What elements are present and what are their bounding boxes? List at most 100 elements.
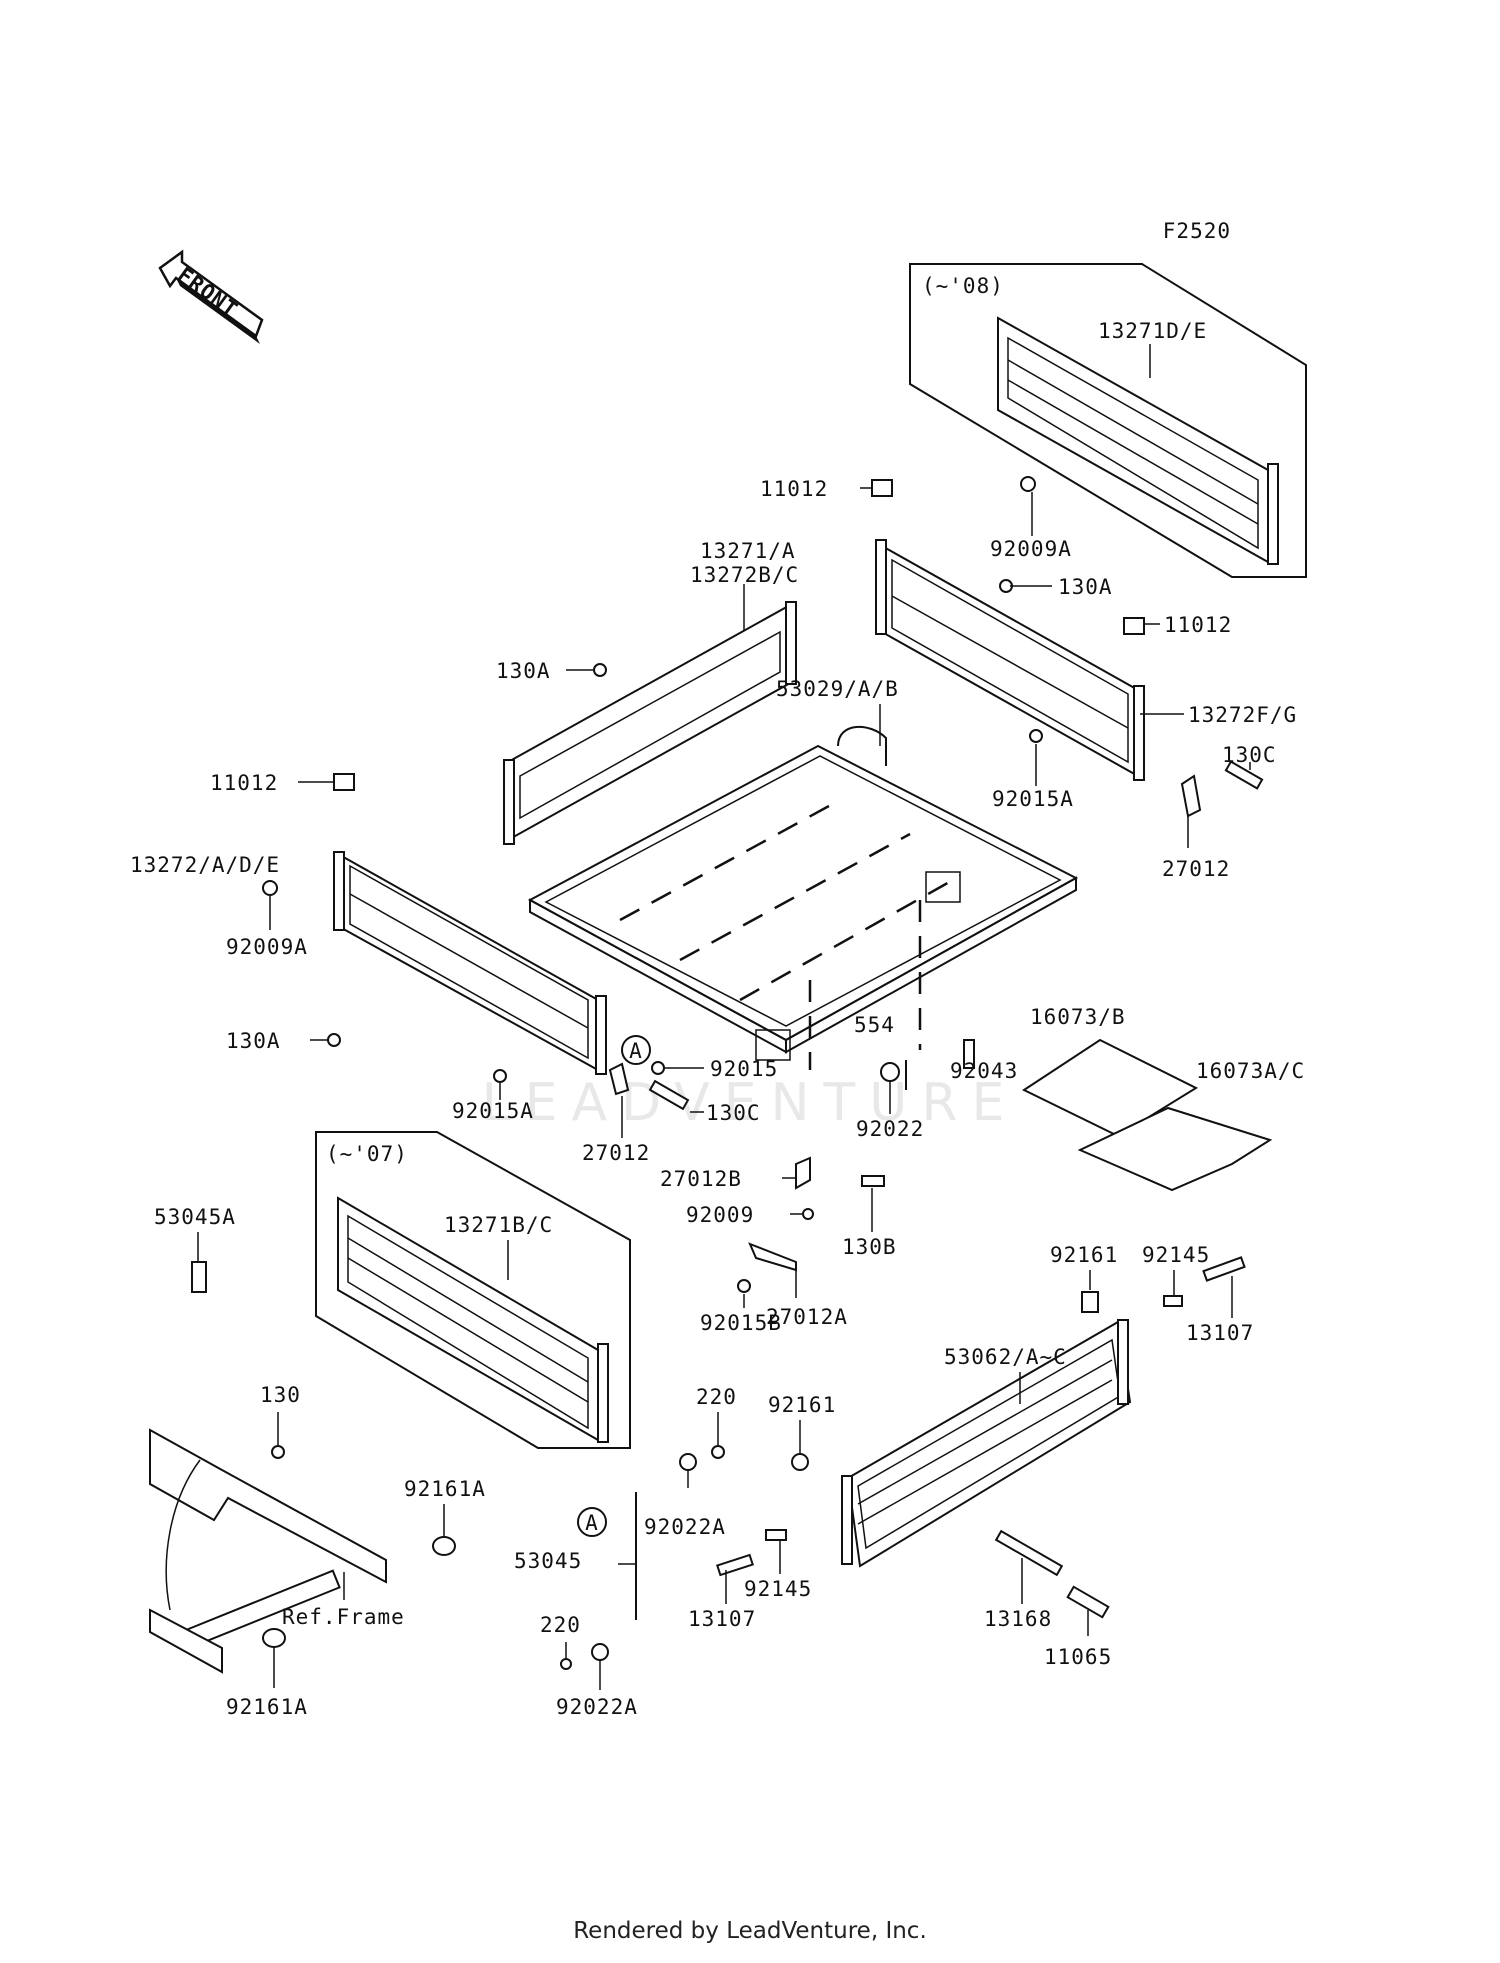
label-11012-top: 11012 bbox=[760, 477, 828, 501]
cap-92161A-top bbox=[432, 1536, 456, 1556]
bolt-130 bbox=[271, 1445, 285, 1459]
label-13271DE: 13271D/E bbox=[1098, 319, 1207, 343]
side-rail-left bbox=[333, 851, 607, 1075]
bolt-130A-left bbox=[593, 663, 607, 677]
label-92022A-bottom: 92022A bbox=[556, 1695, 638, 1719]
label-92009A-top: 92009A bbox=[990, 537, 1072, 561]
cap-92161A-bottom bbox=[262, 1628, 286, 1648]
label-13271A: 13271/A bbox=[700, 539, 796, 563]
side-rail-right bbox=[875, 539, 1145, 781]
label-92161A-top: 92161A bbox=[404, 1477, 486, 1501]
bolt-220-top bbox=[711, 1445, 725, 1459]
inset-07: (~'07) 13271B/C bbox=[315, 1131, 631, 1449]
callout-a-lower-text: A bbox=[585, 1511, 599, 1535]
bracket-27012A bbox=[748, 1242, 797, 1272]
bolt-130A-low bbox=[327, 1033, 341, 1047]
spring-92145-right bbox=[1163, 1295, 1183, 1307]
nut-92015A-left bbox=[493, 1069, 507, 1083]
label-13272BC: 13272B/C bbox=[690, 563, 799, 587]
label-130A-left: 130A bbox=[496, 659, 551, 683]
label-27012B: 27012B bbox=[660, 1167, 742, 1191]
washer-92022A-bottom bbox=[591, 1643, 609, 1661]
label-220-top: 220 bbox=[696, 1385, 737, 1409]
label-27012-right: 27012 bbox=[1162, 857, 1230, 881]
label-27012-left: 27012 bbox=[582, 1141, 650, 1165]
bolt-92009 bbox=[802, 1208, 814, 1220]
label-220-bottom: 220 bbox=[540, 1613, 581, 1637]
label-16073B: 16073/B bbox=[1030, 1005, 1126, 1029]
label-53029: 53029/A/B bbox=[776, 677, 899, 701]
label-92015B: 92015B bbox=[700, 1311, 782, 1335]
callout-a-lower: A bbox=[577, 1507, 607, 1537]
label-130A-low: 130A bbox=[226, 1029, 281, 1053]
inset-08: (~'08) 13271D/E bbox=[909, 263, 1307, 578]
inset-08-label: (~'08) bbox=[922, 274, 1004, 298]
label-13107-right: 13107 bbox=[1186, 1321, 1254, 1345]
label-53045A: 53045A bbox=[154, 1205, 236, 1229]
label-92022A-top: 92022A bbox=[644, 1515, 726, 1539]
callout-a-upper: A bbox=[621, 1035, 651, 1065]
label-11012-right: 11012 bbox=[1164, 613, 1232, 637]
nut-92015A-right bbox=[1029, 729, 1043, 743]
bolt-220-bottom bbox=[560, 1658, 572, 1670]
washer-92022 bbox=[880, 1062, 900, 1082]
bolt-92009A-left bbox=[262, 880, 278, 896]
bracket-27012B bbox=[795, 1156, 811, 1190]
tailgate bbox=[841, 1319, 1132, 1568]
cap-11012-top bbox=[871, 479, 893, 497]
rod-11065 bbox=[1066, 1585, 1110, 1619]
label-92145-mid: 92145 bbox=[744, 1577, 812, 1601]
latch-53045A bbox=[191, 1261, 207, 1293]
hinge-92161-mid bbox=[791, 1453, 809, 1471]
label-92043: 92043 bbox=[950, 1059, 1018, 1083]
diagram-code: F2520 bbox=[1163, 219, 1231, 243]
bed-mats bbox=[1021, 1038, 1273, 1192]
bracket-27012-left bbox=[608, 1062, 630, 1096]
bolt-130C-right bbox=[1224, 760, 1264, 790]
pin-13107-mid bbox=[716, 1553, 754, 1577]
label-92009: 92009 bbox=[686, 1203, 754, 1227]
label-13272FG: 13272F/G bbox=[1188, 703, 1297, 727]
side-rail-rear bbox=[503, 601, 797, 845]
label-92015A-left: 92015A bbox=[452, 1099, 534, 1123]
tailgate-panel-07 bbox=[337, 1196, 609, 1443]
label-130B: 130B bbox=[842, 1235, 897, 1259]
label-130: 130 bbox=[260, 1383, 301, 1407]
label-92161A-bottom: 92161A bbox=[226, 1695, 308, 1719]
cargo-bed bbox=[527, 725, 1079, 1070]
label-11065: 11065 bbox=[1044, 1645, 1112, 1669]
footer-credit: Rendered by LeadVenture, Inc. bbox=[573, 1918, 927, 1944]
tailgate-panel-08 bbox=[997, 316, 1279, 565]
label-92015: 92015 bbox=[710, 1057, 778, 1081]
nut-92015 bbox=[651, 1061, 665, 1075]
front-arrow-icon: FRONT bbox=[158, 249, 264, 344]
hardware-parts bbox=[191, 476, 1264, 1670]
pin-13107-right bbox=[1202, 1256, 1246, 1282]
inset-07-label: (~'07) bbox=[326, 1142, 408, 1166]
label-53045: 53045 bbox=[514, 1549, 582, 1573]
watermark: LEADVENTURE bbox=[482, 1073, 1019, 1133]
label-130C-left: 130C bbox=[706, 1101, 761, 1125]
leader-lines bbox=[197, 487, 1251, 1690]
label-13168: 13168 bbox=[984, 1607, 1052, 1631]
label-130C-right: 130C bbox=[1222, 743, 1277, 767]
label-13271BC: 13271B/C bbox=[444, 1213, 553, 1237]
label-92161-right: 92161 bbox=[1050, 1243, 1118, 1267]
bracket-27012-right bbox=[1180, 774, 1202, 818]
label-130A-mid: 130A bbox=[1058, 575, 1113, 599]
label-27012A: 27012A bbox=[766, 1305, 848, 1329]
spring-92145-mid bbox=[765, 1529, 787, 1541]
label-53062: 53062/A~C bbox=[944, 1345, 1067, 1369]
rod-13168 bbox=[994, 1529, 1064, 1577]
pin-92043 bbox=[963, 1039, 975, 1069]
label-554: 554 bbox=[854, 1013, 895, 1037]
cap-11012-right bbox=[1123, 617, 1145, 635]
label-92009A-left: 92009A bbox=[226, 935, 308, 959]
label-13272ADE: 13272/A/D/E bbox=[130, 853, 280, 877]
washer-92022A-top bbox=[679, 1453, 697, 1471]
nut-92015B bbox=[737, 1279, 751, 1293]
label-92015A-right: 92015A bbox=[992, 787, 1074, 811]
callout-a-upper-text: A bbox=[629, 1039, 643, 1063]
bolt-130C-left bbox=[648, 1079, 690, 1111]
